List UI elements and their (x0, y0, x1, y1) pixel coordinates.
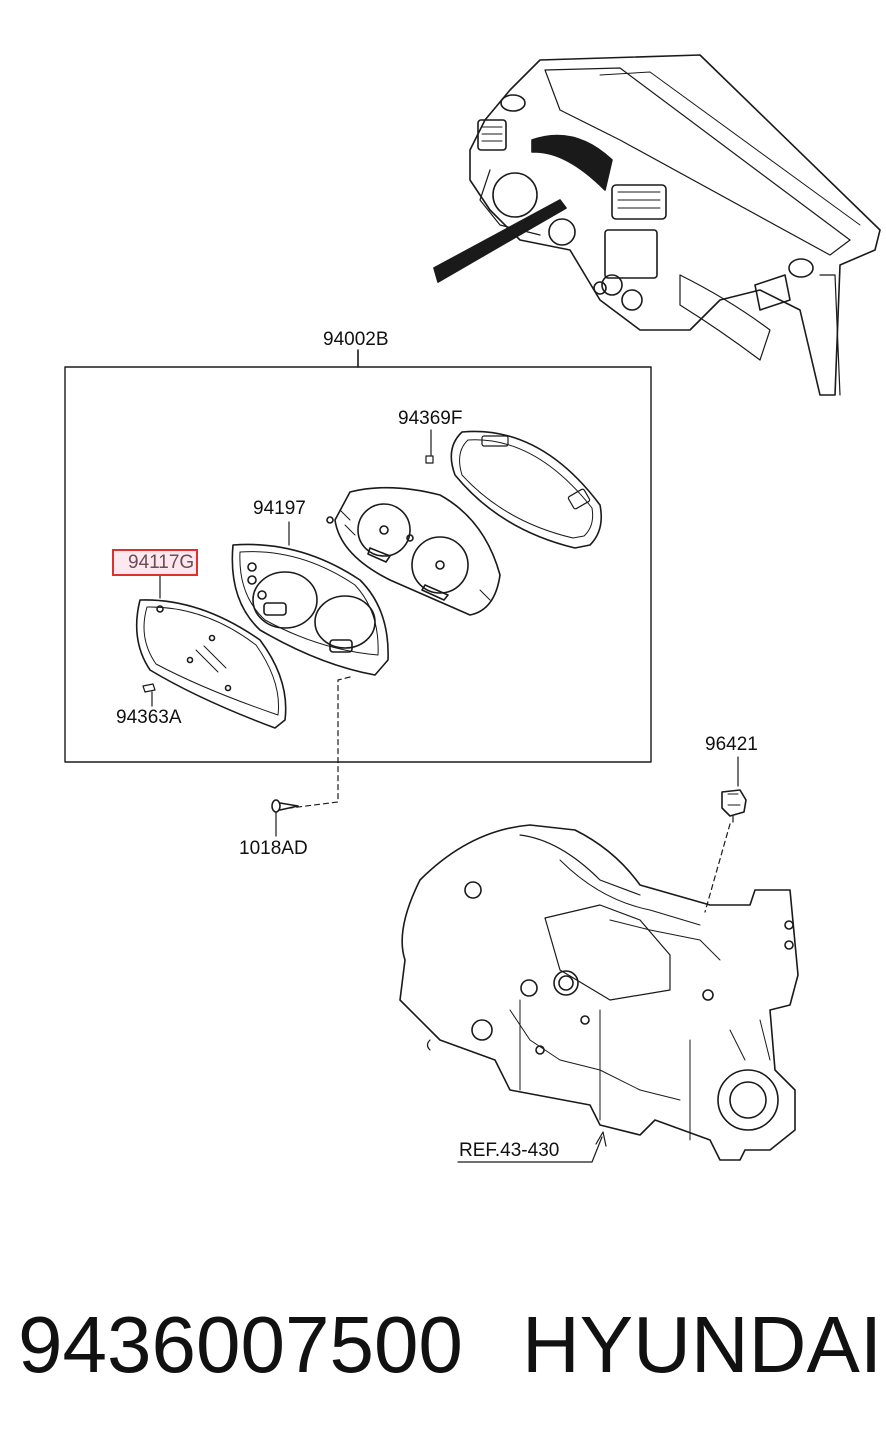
cluster-dial-plate (231, 543, 389, 676)
callout-94002b: 94002B (323, 329, 389, 350)
dashboard-illustration (433, 54, 881, 396)
callout-1018ad: 1018AD (239, 838, 308, 859)
callout-96421: 96421 (705, 734, 758, 755)
callout-94369f: 94369F (398, 408, 463, 429)
window-glass (135, 599, 287, 729)
screw-illustration (271, 799, 299, 813)
callout-ref-43-430: REF.43-430 (459, 1140, 560, 1161)
gauge-housing (326, 486, 501, 616)
callout-94197: 94197 (253, 498, 306, 519)
callout-94117g-highlighted[interactable]: 94117G (112, 549, 199, 576)
callout-94363a: 94363A (116, 707, 182, 728)
brand-name: HYUNDAI (522, 1300, 883, 1389)
assembly-box (64, 349, 652, 763)
speed-sensor-illustration (721, 789, 747, 823)
transmission-illustration (399, 824, 799, 1161)
part-number: 9436007500 (18, 1300, 463, 1389)
cluster-lens-cover (425, 429, 603, 549)
